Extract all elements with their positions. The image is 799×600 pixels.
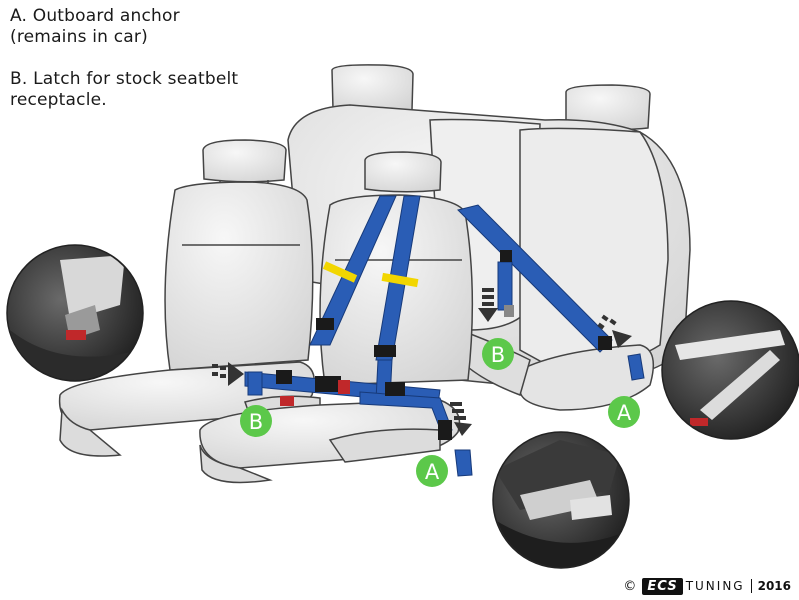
legend-item-b: B. Latch for stock seatbelt receptacle. [10, 69, 310, 111]
svg-text:A: A [425, 460, 440, 484]
legend-item-b-line2: receptacle. [10, 90, 107, 110]
brand-logo-ecs: ECS [642, 577, 683, 595]
inset-photo-bottom [492, 431, 630, 569]
brand-logo: ECS TUNING [642, 577, 745, 595]
legend-item-a: A. Outboard anchor (remains in car) [10, 6, 310, 48]
brand-logo-tuning: TUNING [685, 579, 745, 593]
harness-label-strip [322, 261, 419, 288]
legend-item-a-line2: (remains in car) [10, 27, 148, 47]
harness-hardware [276, 250, 612, 440]
marker-a-right: A [608, 396, 640, 428]
svg-text:B: B [491, 343, 505, 367]
legend: A. Outboard anchor (remains in car) B. L… [10, 6, 310, 111]
legend-item-a-line1: A. Outboard anchor [10, 6, 180, 26]
svg-text:B: B [249, 410, 263, 434]
footer-divider [750, 579, 752, 593]
svg-text:A: A [617, 401, 632, 425]
dashed-arrow-icon [478, 288, 498, 322]
footer-branding: © ECS TUNING 2016 [623, 575, 791, 597]
copyright-icon: © [623, 578, 637, 594]
inset-photo-right [661, 300, 799, 440]
marker-b-left: B [240, 405, 272, 437]
dashed-arrow-icon [212, 362, 244, 386]
legend-item-b-line1: B. Latch for stock seatbelt [10, 69, 239, 89]
dashed-arrow-icon [450, 402, 472, 436]
marker-a-center: A [416, 455, 448, 487]
marker-b-right: B [482, 338, 514, 370]
inset-photo-left [6, 244, 144, 382]
footer-year: 2016 [757, 579, 791, 593]
dashed-arrow-icon [597, 314, 632, 348]
